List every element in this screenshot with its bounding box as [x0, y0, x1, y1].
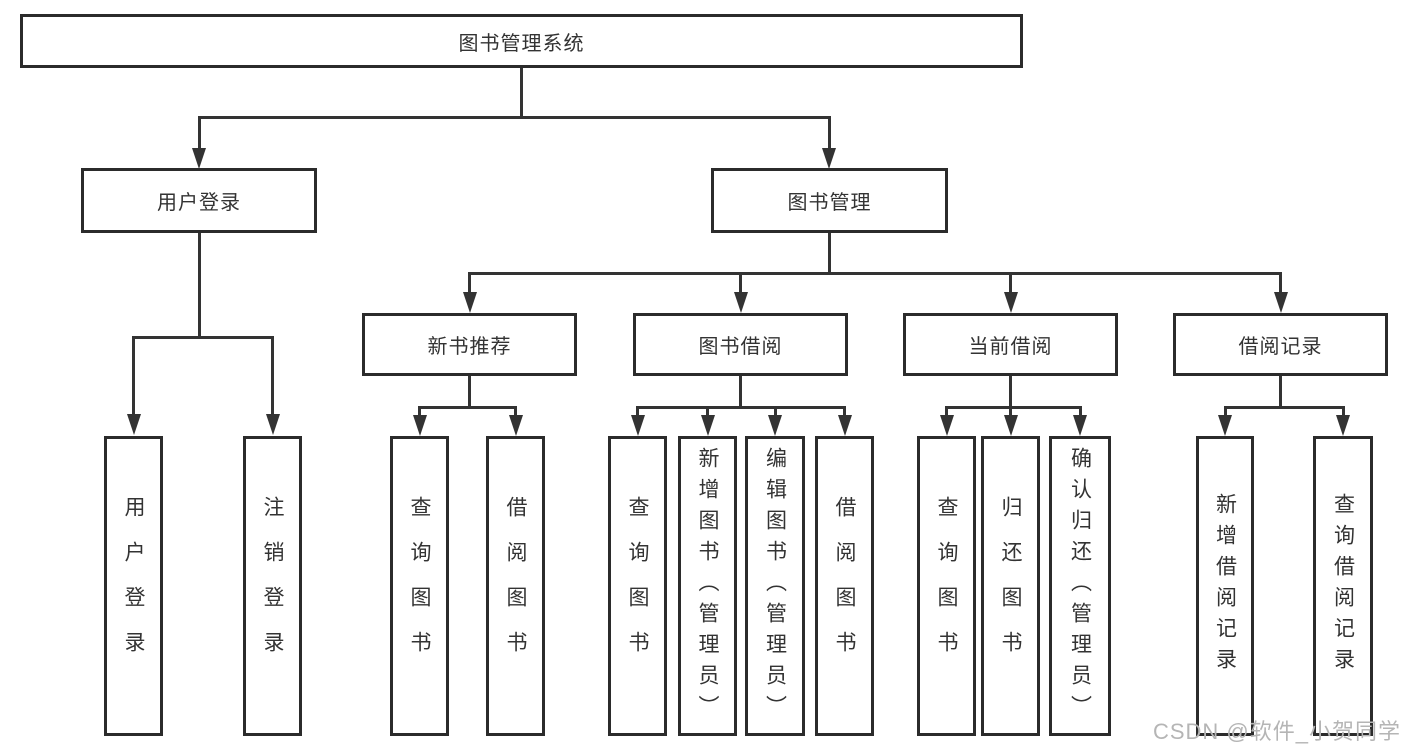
- leaf-add-borrow-record: 新增借阅记录: [1196, 436, 1254, 736]
- arrowhead-down: [126, 414, 141, 435]
- connector-line: [1223, 406, 1345, 409]
- connector-line: [468, 376, 471, 408]
- connector-line: [843, 406, 846, 417]
- arrowhead-down: [1273, 292, 1288, 313]
- leaf-query-books-borrow: 查询图书: [608, 436, 667, 736]
- arrowhead-down: [837, 415, 852, 436]
- connector-line: [827, 233, 831, 275]
- leaf-add-books-admin: 新增图书（管理员）: [678, 436, 737, 736]
- arrowhead-down: [1073, 415, 1087, 436]
- connector-line: [271, 336, 274, 416]
- connector-line: [739, 272, 742, 294]
- connector-line: [773, 406, 777, 417]
- arrowhead-down: [768, 415, 782, 436]
- leaf-borrow-books-recommend: 借阅图书: [486, 436, 545, 736]
- connector-line: [1279, 272, 1282, 294]
- connector-line: [636, 406, 846, 409]
- arrowhead-down: [508, 415, 523, 436]
- connector-line: [1009, 406, 1012, 417]
- connector-line: [197, 233, 201, 338]
- connector-line: [1279, 376, 1282, 408]
- connector-line: [945, 406, 1081, 409]
- connector-line: [1223, 406, 1227, 417]
- arrowhead-down: [1003, 292, 1018, 313]
- connector-line: [1009, 272, 1012, 294]
- node-book-management: 图书管理: [711, 168, 948, 233]
- arrowhead-down: [822, 148, 836, 169]
- watermark: CSDN @软件_小贺同学: [1152, 719, 1401, 744]
- connector-line: [636, 406, 639, 417]
- arrowhead-down: [265, 414, 280, 435]
- arrowhead-down: [462, 292, 477, 313]
- connector-line: [706, 406, 709, 417]
- node-borrow-records: 借阅记录: [1173, 313, 1388, 376]
- connector-line: [418, 406, 421, 417]
- connector-line: [945, 406, 948, 417]
- leaf-confirm-return-admin: 确认归还（管理员）: [1049, 436, 1111, 736]
- leaf-return-books: 归还图书: [981, 436, 1040, 736]
- connector-line: [739, 376, 742, 408]
- connector-line: [468, 272, 1282, 275]
- arrowhead-down: [939, 415, 954, 436]
- leaf-query-borrow-record: 查询借阅记录: [1313, 436, 1373, 736]
- arrowhead-down: [192, 148, 206, 169]
- connector-line: [1341, 406, 1345, 417]
- leaf-query-books-recommend: 查询图书: [390, 436, 449, 736]
- connector-line: [132, 336, 274, 339]
- leaf-borrow-books-borrow: 借阅图书: [815, 436, 874, 736]
- connector-line: [197, 116, 831, 119]
- leaf-logout: 注销登录: [243, 436, 302, 736]
- connector-line: [197, 116, 201, 150]
- connector-line: [132, 336, 135, 416]
- connector-line: [827, 116, 831, 150]
- node-book-borrow: 图书借阅: [633, 313, 848, 376]
- connector-line: [514, 406, 517, 417]
- connector-line: [519, 68, 523, 116]
- arrowhead-down: [1003, 415, 1018, 436]
- arrowhead-down: [1336, 415, 1350, 436]
- connector-line: [418, 406, 517, 409]
- arrowhead-down: [700, 415, 715, 436]
- leaf-query-books-current: 查询图书: [917, 436, 976, 736]
- node-root: 图书管理系统: [20, 14, 1023, 68]
- node-new-book-recommend: 新书推荐: [362, 313, 577, 376]
- connector-line: [468, 272, 471, 294]
- node-user-login: 用户登录: [81, 168, 317, 233]
- arrowhead-down: [1218, 415, 1232, 436]
- arrowhead-down: [733, 292, 748, 313]
- leaf-user-login: 用户登录: [104, 436, 163, 736]
- node-current-borrow: 当前借阅: [903, 313, 1118, 376]
- leaf-edit-books-admin: 编辑图书（管理员）: [745, 436, 805, 736]
- connector-line: [1009, 376, 1012, 408]
- arrowhead-down: [412, 415, 427, 436]
- connector-line: [1078, 406, 1082, 417]
- arrowhead-down: [630, 415, 645, 436]
